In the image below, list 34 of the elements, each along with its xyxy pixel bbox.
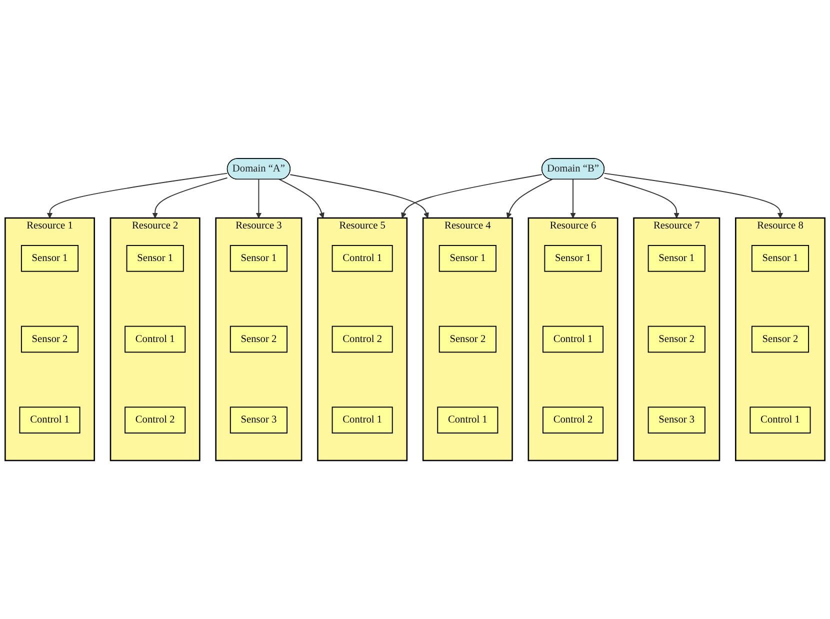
node-box: Control 2 bbox=[332, 326, 393, 353]
arrow bbox=[278, 178, 324, 218]
node-box: Sensor 1 bbox=[230, 245, 288, 272]
node-box: Control 1 bbox=[750, 406, 811, 434]
node-box: Sensor 1 bbox=[438, 245, 496, 272]
node-box: Control 1 bbox=[19, 406, 80, 434]
node-box: Control 2 bbox=[542, 406, 604, 434]
node-box: Sensor 3 bbox=[648, 406, 706, 434]
arrow bbox=[506, 178, 553, 218]
node-box: Sensor 3 bbox=[230, 406, 288, 434]
node-box: Sensor 1 bbox=[20, 245, 79, 272]
node-box: Control 1 bbox=[332, 406, 393, 434]
arrow bbox=[604, 177, 680, 218]
node-box: Control 1 bbox=[437, 406, 498, 434]
node-box: Sensor 1 bbox=[648, 245, 706, 272]
node-box: Sensor 2 bbox=[648, 326, 706, 353]
node-box: Control 2 bbox=[124, 406, 186, 434]
node-box: Control 1 bbox=[332, 245, 393, 272]
node-box: Control 1 bbox=[542, 326, 604, 353]
node-box: Sensor 1 bbox=[751, 245, 810, 272]
arrow bbox=[46, 172, 228, 218]
node-box: Sensor 2 bbox=[751, 326, 810, 353]
node-box: Sensor 2 bbox=[230, 326, 288, 353]
node-box: Sensor 2 bbox=[20, 326, 79, 353]
arrow bbox=[604, 172, 784, 218]
node-box: Sensor 1 bbox=[126, 245, 184, 272]
arrow bbox=[152, 177, 228, 218]
node-box: Control 1 bbox=[124, 326, 186, 353]
arrow bbox=[256, 178, 262, 218]
node-box: Sensor 2 bbox=[438, 326, 496, 353]
node-box: Sensor 1 bbox=[544, 245, 602, 272]
arrow bbox=[401, 174, 542, 218]
arrow bbox=[570, 178, 576, 218]
arrow bbox=[290, 174, 429, 218]
